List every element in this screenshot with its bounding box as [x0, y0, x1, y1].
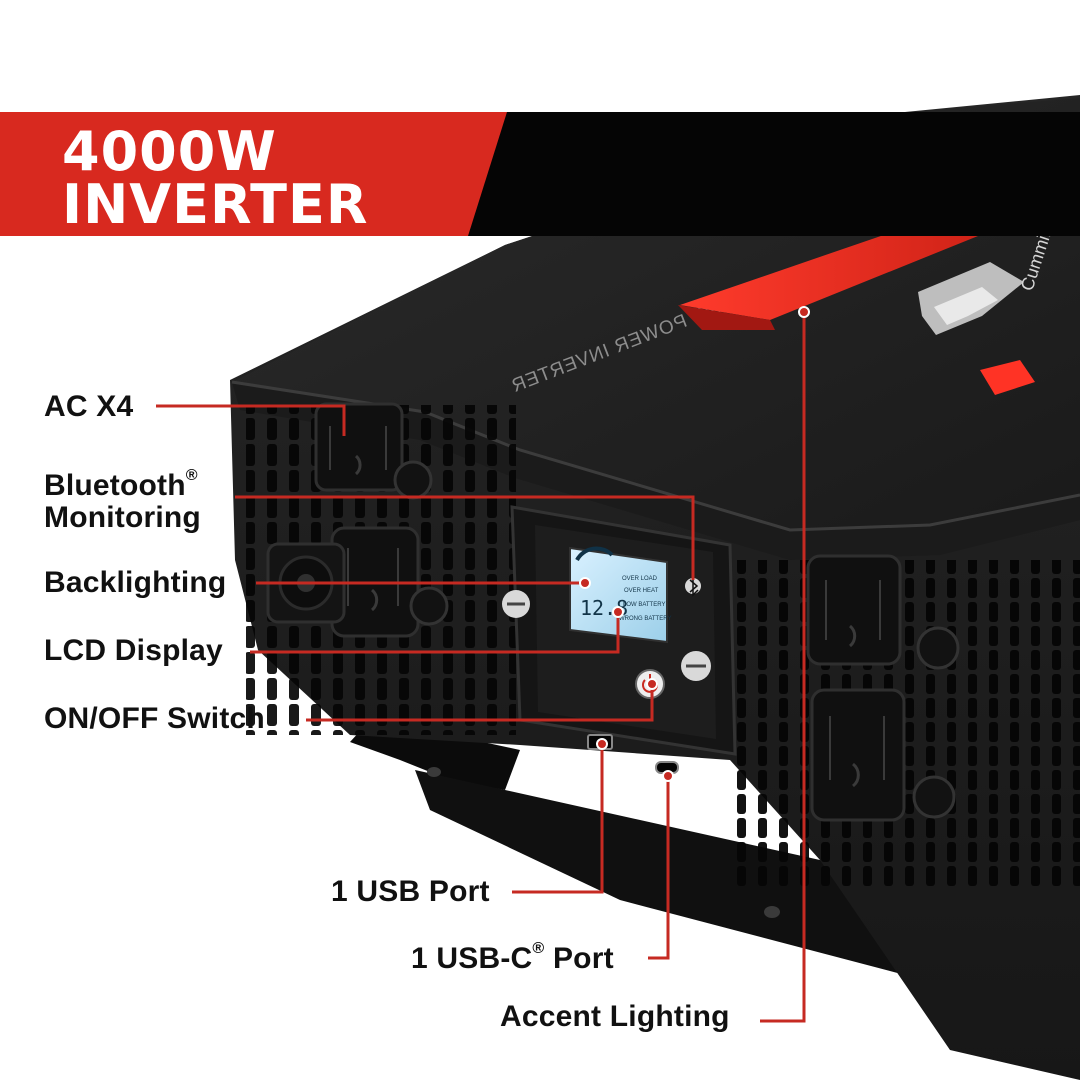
callout-bluetooth: Bluetooth® Monitoring — [44, 467, 201, 534]
callout-switch: ON/OFF Switch — [44, 702, 265, 735]
ac-outlet — [810, 688, 906, 822]
leader-lines — [156, 306, 810, 1023]
lcd-status-overheat: OVER HEAT — [624, 588, 659, 594]
banner-heading: 4000W INVERTER — [62, 120, 369, 236]
lcd-status-overload: OVER LOAD — [622, 576, 658, 582]
lcd-status-low-battery: LOW BATTERY — [623, 602, 665, 608]
callout-accent: Accent Lighting — [500, 1000, 730, 1033]
lcd-status-wrong-battery: WRONG BATTERY — [619, 616, 671, 622]
callout-usbc: 1 USB-C® Port — [411, 940, 614, 975]
ac-outlet — [314, 402, 404, 492]
callout-usb: 1 USB Port — [331, 875, 490, 908]
thumb-screw — [502, 590, 711, 681]
callout-ac: AC X4 — [44, 390, 134, 423]
terminal-post — [393, 460, 960, 819]
banner-line-2: INVERTER — [62, 172, 369, 236]
bluetooth-icon — [685, 577, 701, 597]
banner-line-1: 4000W — [62, 120, 277, 183]
ac-outlet — [806, 554, 902, 666]
callout-backlighting: Backlighting — [44, 566, 227, 599]
callout-lcd: LCD Display — [44, 634, 223, 667]
